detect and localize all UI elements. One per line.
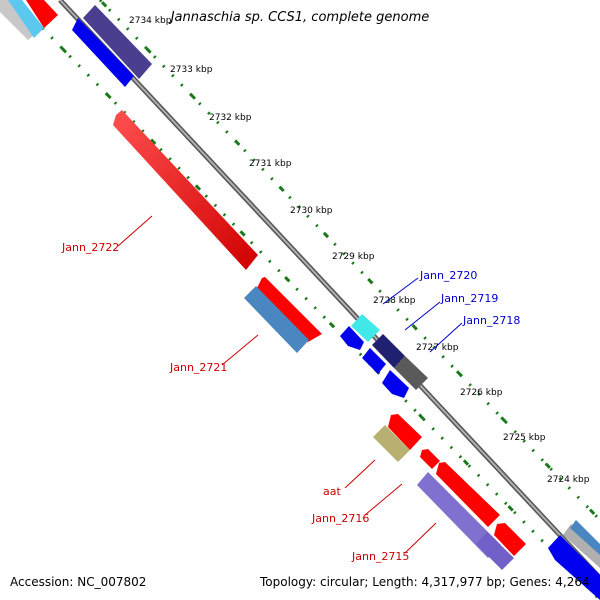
tick-label: 2729 kbp: [332, 252, 375, 262]
gene-feature: [420, 449, 440, 469]
gene-label: Jann_2715: [351, 550, 409, 563]
gene-label: aat: [323, 485, 341, 498]
scale-tick: [150, 138, 157, 145]
tick-label: 2726 kbp: [460, 388, 503, 398]
gene-feature: [83, 5, 152, 79]
map-title: Jannaschia sp. CCS1, complete genome: [170, 10, 430, 25]
scale-tick: [278, 185, 285, 193]
gene-feature: [256, 277, 322, 342]
scale-ticks: [16, 1, 596, 558]
gene-feature: [340, 326, 364, 350]
gene-feature: [494, 523, 526, 556]
gene-label: Jann_2720: [419, 269, 477, 282]
gene-feature: [388, 414, 422, 450]
scale-tick: [544, 462, 551, 469]
gene-feature: [8, 0, 44, 38]
gene-feature: [548, 535, 600, 600]
scale-tick: [100, 1, 108, 8]
gene-label: Jann_2716: [311, 512, 369, 525]
tick-label: 2734 kbp: [129, 16, 172, 26]
gene-label: Jann_2721: [169, 361, 227, 374]
gene-feature: [382, 370, 409, 398]
scale-tick: [455, 370, 463, 377]
gene-feature: [26, 0, 58, 28]
tick-label: 2733 kbp: [170, 65, 213, 75]
gene-feature: [351, 314, 380, 342]
scale-tick: [507, 505, 514, 512]
scale-tick: [60, 46, 68, 54]
scale-tick: [234, 139, 241, 146]
genome-backbone: [58, 0, 600, 580]
scale-tick: [194, 184, 202, 191]
gene-feature: [372, 334, 405, 368]
tick-label: 2731 kbp: [249, 159, 292, 169]
gene-feature: [570, 520, 600, 555]
gene-label: Jann_2719: [440, 292, 498, 305]
tick-label: 2732 kbp: [209, 113, 252, 123]
gene-label: Jann_2718: [462, 314, 520, 327]
scale-tick: [367, 277, 374, 285]
scale-tick: [500, 416, 507, 423]
scale-tick: [328, 321, 336, 329]
gene-feature: [373, 425, 410, 462]
label-leaders: [117, 215, 463, 554]
gene-labels: Jann_2722 Jann_2721 aat Jann_2716 Jann_2…: [61, 241, 520, 563]
scale-tick: [284, 276, 291, 283]
scale-tick: [239, 230, 246, 237]
gene-label: Jann_2722: [61, 241, 119, 254]
gene-feature: [417, 472, 501, 558]
scale-tick: [462, 459, 470, 466]
scale-tick: [189, 93, 197, 100]
scale-tick: [588, 508, 596, 515]
scale-tick: [322, 231, 330, 239]
gene-feature: [244, 286, 309, 353]
tick-label: 2728 kbp: [373, 296, 416, 306]
gene-feature: [563, 524, 600, 568]
gene-feature: [394, 356, 428, 390]
tick-label: 2730 kbp: [290, 206, 333, 216]
gene-feature: [436, 462, 500, 527]
tick-label: 2727 kbp: [416, 343, 459, 353]
tick-label: 2724 kbp: [547, 475, 590, 485]
tick-label: 2725 kbp: [503, 433, 546, 443]
scale-tick: [411, 324, 418, 331]
scale-tick: [145, 47, 152, 54]
gene-feature: [72, 18, 134, 87]
gene-feature: [113, 110, 258, 270]
scale-labels: 2734 kbp 2733 kbp 2732 kbp 2731 kbp 2730…: [129, 16, 590, 485]
genome-summary: Topology: circular; Length: 4,317,977 bp…: [260, 575, 590, 589]
gene-feature: [362, 348, 386, 374]
scale-tick: [418, 413, 425, 420]
gene-feature: [476, 532, 514, 570]
accession-label: Accession: NC_007802: [10, 575, 147, 589]
scale-tick: [105, 92, 112, 100]
